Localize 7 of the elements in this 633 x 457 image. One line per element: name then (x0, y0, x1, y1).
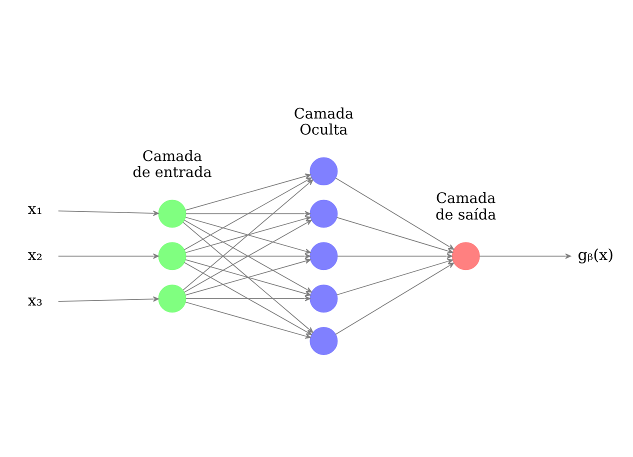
node-text: x₁ (28, 200, 43, 218)
label: Camada Oculta (294, 106, 354, 138)
label: Camada de entrada (132, 148, 212, 180)
node-text: gᵦ(x) (578, 245, 614, 264)
node-text: x₃ (28, 291, 43, 310)
label: Camada de saída (436, 190, 496, 223)
node-text: x₂ (28, 245, 43, 264)
